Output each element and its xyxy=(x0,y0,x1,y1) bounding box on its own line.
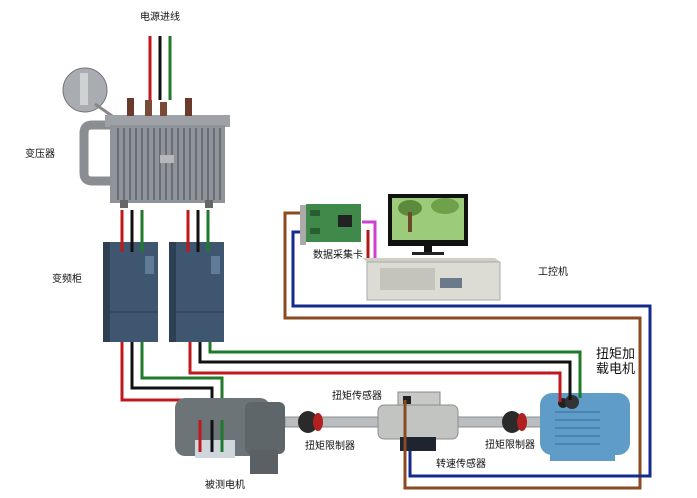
label-load-motor-line2: 载电机 xyxy=(596,362,636,377)
torque-sensor-base xyxy=(400,437,436,451)
load-motor-body xyxy=(540,393,630,455)
label-speed-sensor: 转速传感器 xyxy=(436,459,486,470)
bushing xyxy=(185,98,192,116)
label-daq-card: 数据采集卡 xyxy=(313,250,363,261)
cooling-fins xyxy=(117,128,221,200)
label-power-cable: 电源进线 xyxy=(140,12,180,23)
transformer-lid xyxy=(105,115,230,127)
vfd-keypad xyxy=(145,256,154,274)
label-vfd-cabinet: 变频柜 xyxy=(52,274,82,285)
cooling-pipe xyxy=(79,120,112,186)
vfd-cabinet-2 xyxy=(169,242,224,342)
torque-sensor-body xyxy=(377,404,459,440)
label-torque-limiter-right: 扭矩限制器 xyxy=(485,440,535,451)
label-torque-sensor: 扭矩传感器 xyxy=(332,391,382,402)
wire-c xyxy=(208,342,582,398)
motor-under-test xyxy=(175,398,285,474)
label-industrial-pc: 工控机 xyxy=(538,267,568,278)
load-motor xyxy=(540,393,630,461)
bushing xyxy=(127,98,134,116)
daq-chip xyxy=(338,215,352,227)
pc-link-pink xyxy=(362,220,377,258)
label-transformer: 变压器 xyxy=(25,149,55,160)
torque-limiter-right xyxy=(502,411,527,433)
vfd2-to-load-motor-wires xyxy=(188,342,582,403)
pc-display xyxy=(440,278,462,288)
daq-card xyxy=(300,204,361,245)
industrial-pc xyxy=(362,194,501,301)
power-feed-wires xyxy=(148,36,172,100)
speed-signal-cable xyxy=(291,230,652,478)
conservator-plate xyxy=(80,73,88,105)
nameplate xyxy=(160,155,174,163)
bushing xyxy=(145,100,152,116)
label-torque-limiter-left: 扭矩限制器 xyxy=(305,441,355,452)
torque-limiter-left xyxy=(298,411,323,433)
pc-vent xyxy=(380,268,435,290)
vfd-cabinet-1 xyxy=(103,242,158,342)
torque-sensor xyxy=(377,391,459,451)
test-motor-gearbox xyxy=(245,402,285,454)
daq-board xyxy=(306,204,361,242)
label-motor-under-test: 被测电机 xyxy=(205,480,245,491)
bushing xyxy=(160,102,167,116)
test-motor-nameplate xyxy=(195,440,235,458)
label-load-motor-line1: 扭矩加 xyxy=(596,347,636,362)
transformer xyxy=(62,67,230,208)
vfd-keypad xyxy=(211,256,220,274)
